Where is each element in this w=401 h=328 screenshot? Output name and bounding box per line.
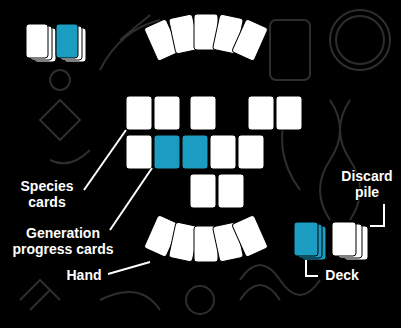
part-label: Hand bbox=[62, 267, 106, 283]
part-label: Discard pile bbox=[336, 168, 398, 200]
cards bbox=[26, 14, 368, 262]
faint-lab-sketches bbox=[20, 10, 390, 314]
part-label: Generation progress cards bbox=[4, 225, 122, 257]
part-label: Species cards bbox=[14, 178, 80, 210]
part-label: Deck bbox=[320, 267, 364, 283]
leader-lines bbox=[84, 130, 384, 276]
